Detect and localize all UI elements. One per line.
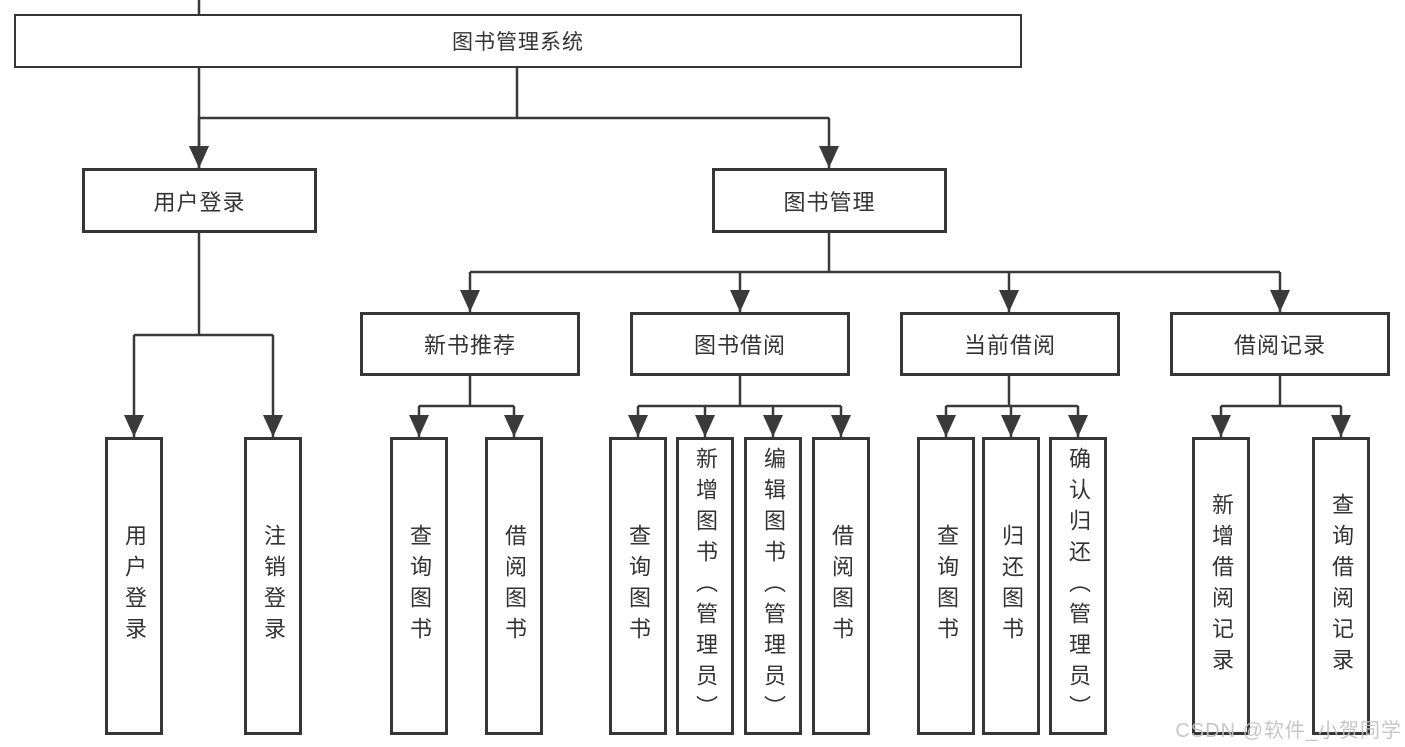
- leaf-query-borrow-record: 查询借阅记录: [1312, 437, 1370, 735]
- node-label: 图书管理: [783, 189, 876, 215]
- node-label: 新书推荐: [423, 333, 516, 358]
- leaf-user-login: 用户登录: [105, 437, 163, 735]
- leaf-label: 借阅图书: [829, 524, 854, 648]
- leaf-label: 查询图书: [407, 524, 432, 648]
- leaf-label: 新增图书（管理员）: [693, 446, 718, 726]
- leaf-return-books: 归还图书: [982, 437, 1040, 735]
- node-current-borrow: 当前借阅: [900, 312, 1120, 376]
- node-label: 图书管理系统: [452, 31, 584, 54]
- leaf-borrow-books-recommend: 借阅图书: [485, 437, 543, 735]
- node-book-management: 图书管理: [712, 168, 947, 233]
- node-user-login: 用户登录: [82, 168, 317, 233]
- leaf-label: 借阅图书: [502, 524, 527, 648]
- leaf-label: 确认归还（管理员）: [1066, 446, 1091, 726]
- leaf-label: 归还图书: [999, 524, 1024, 648]
- leaf-edit-books-admin: 编辑图书（管理员）: [744, 437, 802, 735]
- leaf-label: 新增借阅记录: [1209, 493, 1234, 679]
- leaf-query-books-borrow: 查询图书: [609, 437, 667, 735]
- leaf-label: 查询图书: [934, 524, 959, 648]
- node-label: 当前借阅: [963, 333, 1056, 358]
- node-label: 图书借阅: [693, 333, 786, 358]
- leaf-label: 编辑图书（管理员）: [761, 446, 786, 726]
- leaf-query-books-recommend: 查询图书: [390, 437, 448, 735]
- node-library-management-system: 图书管理系统: [14, 14, 1022, 68]
- node-borrow-records: 借阅记录: [1170, 312, 1390, 376]
- node-label: 用户登录: [153, 189, 246, 215]
- leaf-add-books-admin: 新增图书（管理员）: [676, 437, 734, 735]
- leaf-label: 注销登录: [261, 524, 286, 648]
- leaf-add-borrow-record: 新增借阅记录: [1192, 437, 1250, 735]
- leaf-logout: 注销登录: [244, 437, 302, 735]
- leaf-label: 查询图书: [626, 524, 651, 648]
- node-label: 借阅记录: [1233, 333, 1326, 358]
- leaf-confirm-return-admin: 确认归还（管理员）: [1049, 437, 1107, 735]
- leaf-query-books-current: 查询图书: [917, 437, 975, 735]
- node-book-borrow: 图书借阅: [630, 312, 850, 376]
- leaf-label: 用户登录: [122, 524, 147, 648]
- leaf-borrow-books: 借阅图书: [812, 437, 870, 735]
- leaf-label: 查询借阅记录: [1329, 493, 1354, 679]
- watermark: CSDN @软件_小贺同学: [1175, 720, 1402, 742]
- node-new-book-recommend: 新书推荐: [360, 312, 580, 376]
